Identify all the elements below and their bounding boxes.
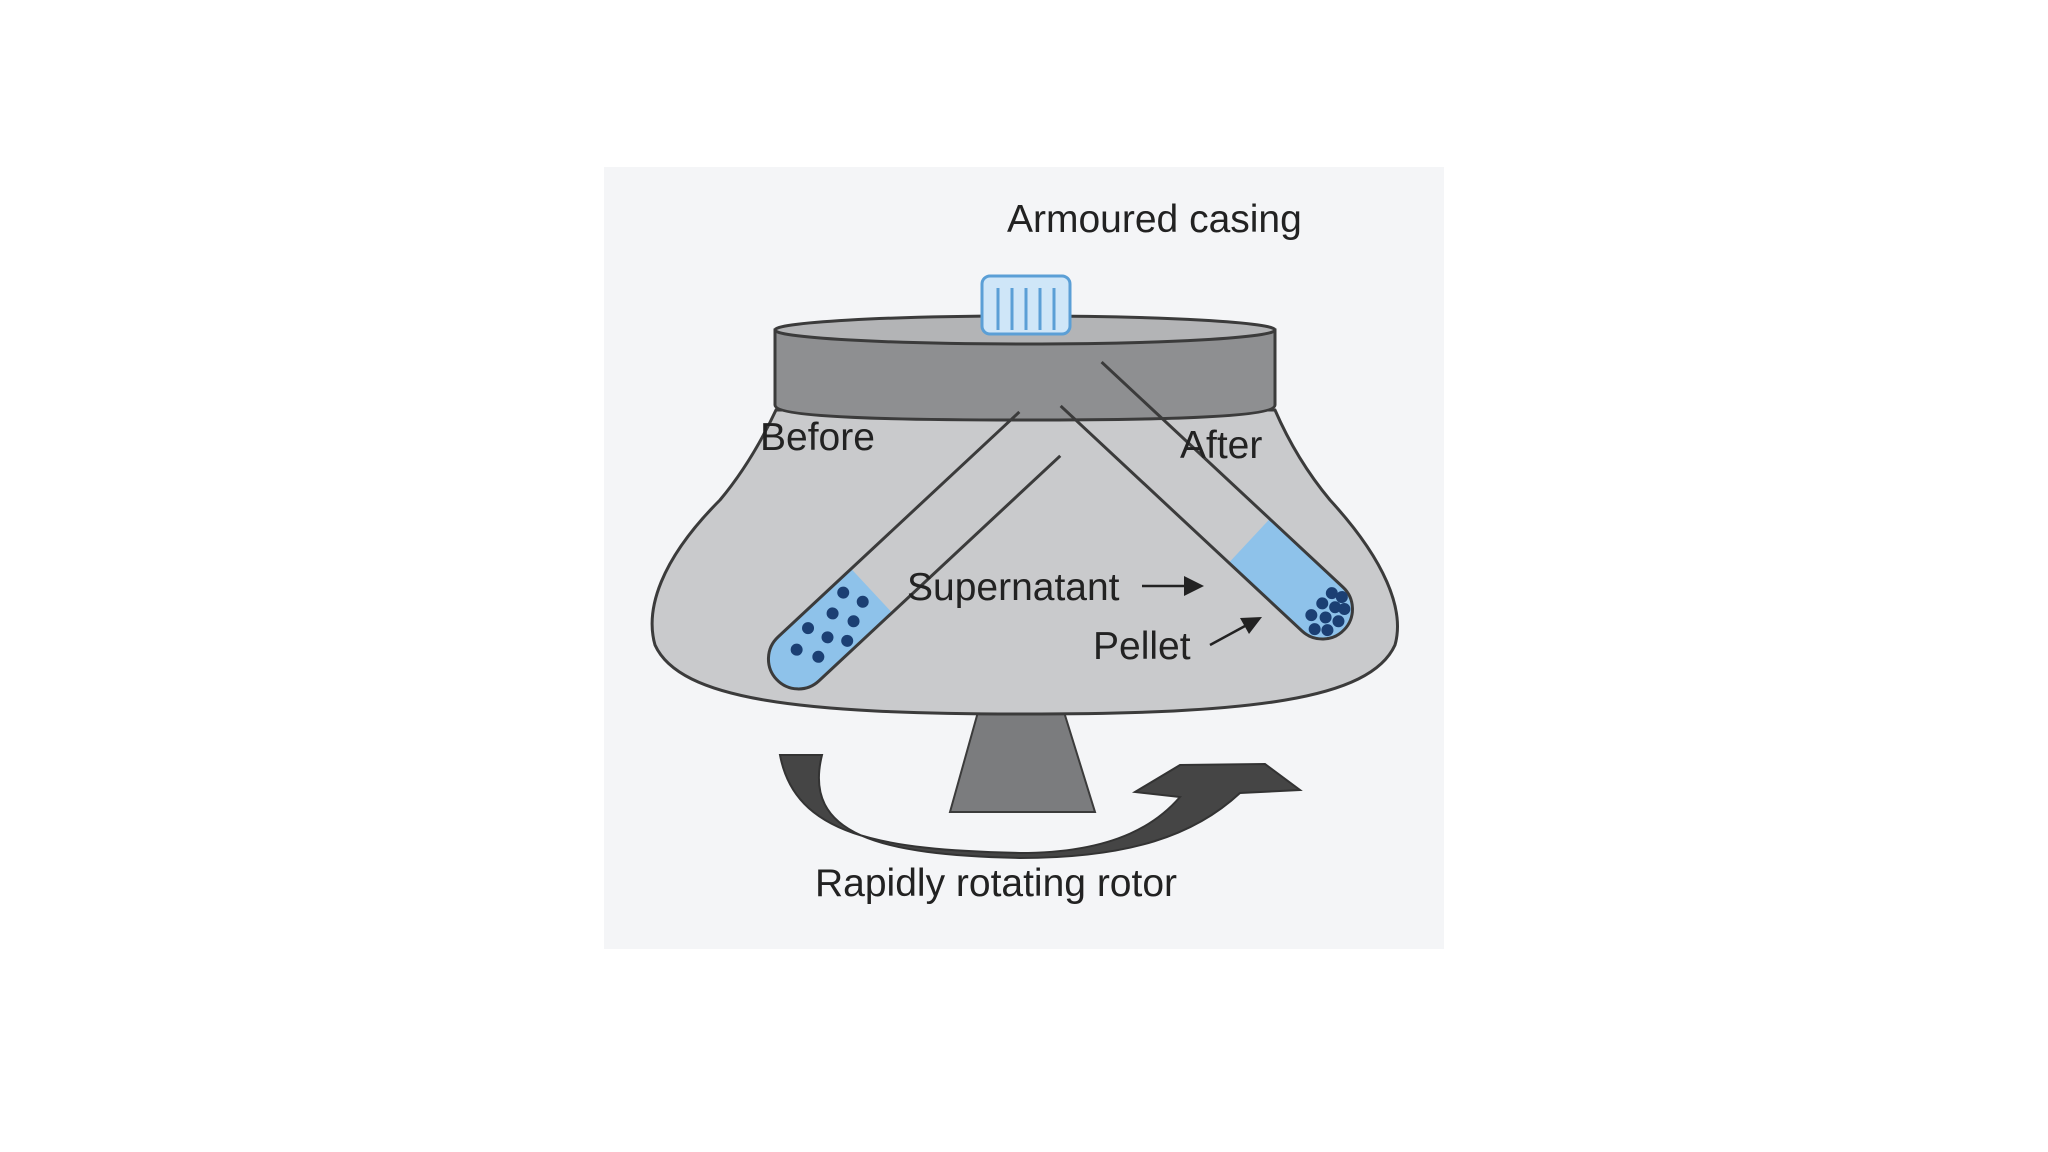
- tube-before-liquid: [756, 568, 893, 702]
- label-supernatant: Supernatant: [907, 566, 1120, 609]
- tube-before: [756, 410, 1062, 702]
- label-rotating-rotor: Rapidly rotating rotor: [815, 862, 1177, 905]
- rotor-cap-icon: [980, 274, 1072, 336]
- label-pellet: Pellet: [1093, 625, 1191, 668]
- label-after: After: [1180, 424, 1262, 467]
- supernatant-pointer: [1142, 576, 1204, 596]
- tube-after-pellet: [1305, 587, 1351, 637]
- curved-rotation-arrow-icon: [778, 754, 1303, 860]
- pellet-pointer: [1209, 617, 1262, 647]
- tube-before-particles: [790, 586, 869, 663]
- label-armoured-casing: Armoured casing: [1007, 198, 1302, 241]
- tube-after: [1059, 360, 1365, 652]
- rotor-lid-rim: [773, 328, 1277, 422]
- label-before: Before: [760, 416, 875, 459]
